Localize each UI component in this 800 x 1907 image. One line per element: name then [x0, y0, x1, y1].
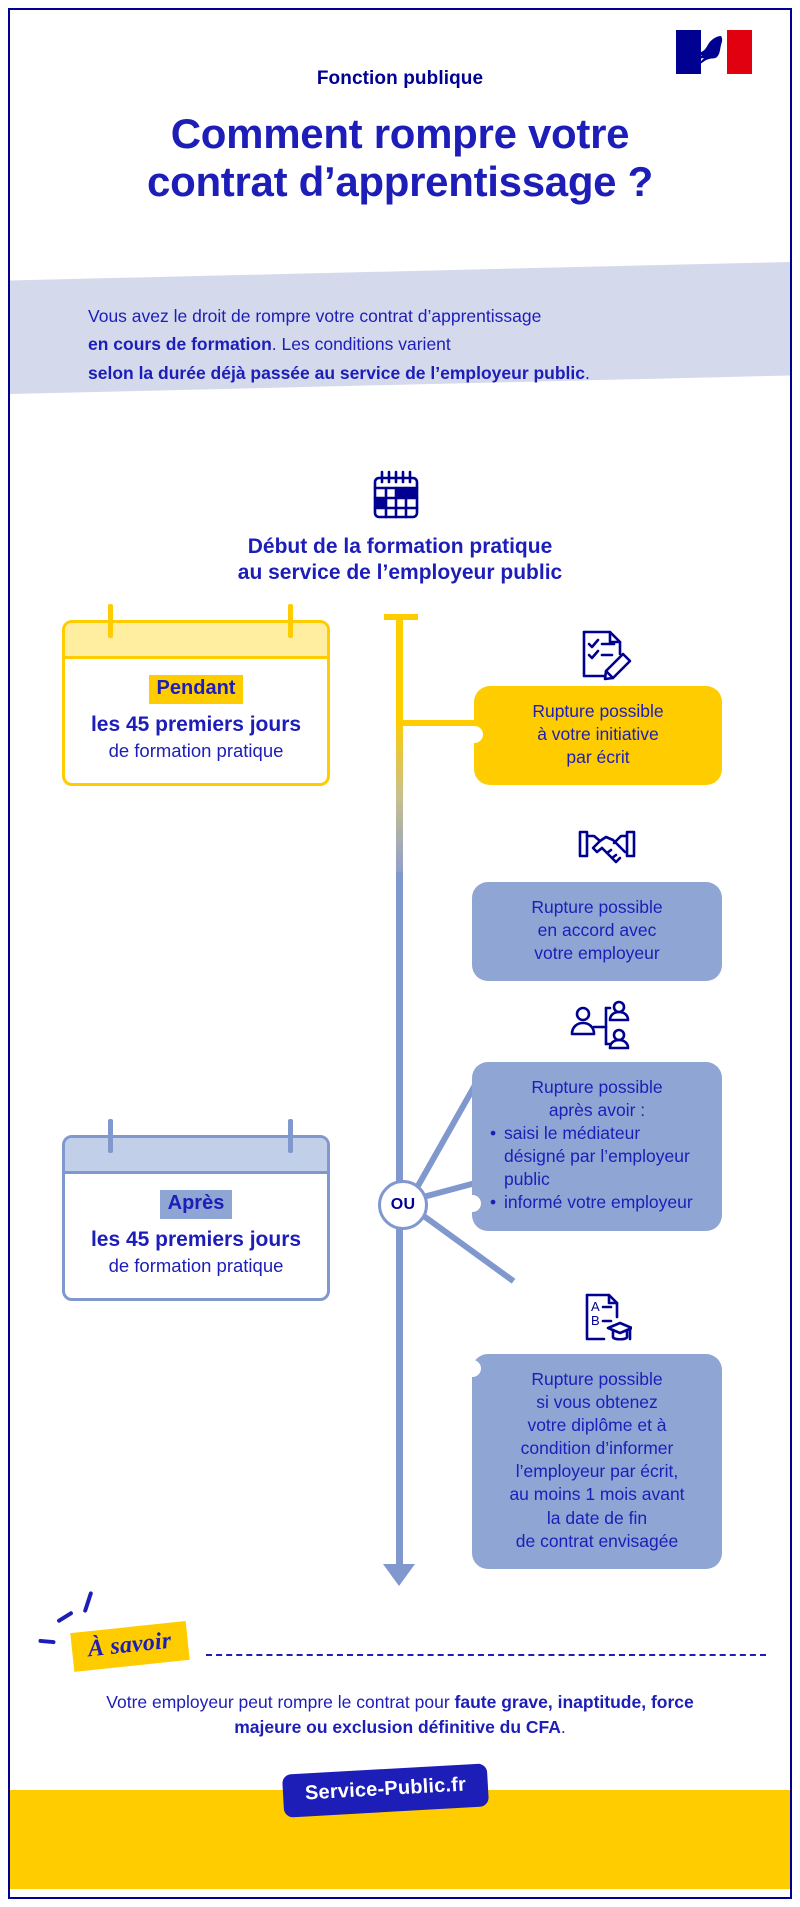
intro-paragraph: Vous avez le droit de rompre votre contr…: [88, 302, 728, 387]
period-card-body: Après les 45 premiers jours de formation…: [65, 1174, 327, 1298]
calendar-ring-left: [108, 1119, 113, 1153]
svg-text:B: B: [591, 1313, 600, 1328]
option-line: après avoir :: [548, 1100, 646, 1121]
note-badge: À savoir: [70, 1621, 190, 1672]
note-dashed-rule: [206, 1654, 766, 1656]
eyebrow-label: Fonction publique: [316, 68, 484, 89]
flag-blue-band: [676, 30, 702, 74]
note-text: Votre employeur peut rompre le contrat p…: [100, 1690, 700, 1741]
option-line: en accord avec: [537, 920, 657, 941]
connector-dot: [464, 1360, 481, 1377]
timeline-start-heading-line-1: Début de la formation pratique: [247, 535, 553, 558]
connector-dot: [466, 726, 483, 743]
option-card-initiative: Rupture possible à votre initiative par …: [474, 686, 722, 786]
spark-line-icon: [38, 1638, 56, 1645]
mediator-people-icon: [570, 1000, 630, 1050]
option-line: de contrat envisagée: [515, 1530, 679, 1551]
flag-red-band: [726, 30, 752, 74]
period-line-2: de formation pratique: [108, 740, 284, 762]
option-card-agreement: Rupture possible en accord avec votre em…: [472, 882, 722, 982]
timeline-branch-yellow: [396, 720, 500, 726]
period-card-body: Pendant les 45 premiers jours de formati…: [65, 659, 327, 783]
option-line: au moins 1 mois avant: [509, 1484, 685, 1505]
spark-line-icon: [56, 1610, 74, 1624]
option-card-diploma: Rupture possible si vous obtenez votre d…: [472, 1354, 722, 1569]
option-line: à votre initiative: [537, 724, 659, 745]
period-card-apres: Après les 45 premiers jours de formation…: [62, 1135, 330, 1302]
option-card-mediator: Rupture possible après avoir : saisi le …: [472, 1062, 722, 1231]
page-title-line-2: contrat d’apprentissage ?: [147, 157, 653, 205]
marianne-face-icon: [701, 36, 723, 64]
handshake-icon: [578, 830, 636, 864]
option-line: Rupture possible: [531, 1369, 663, 1389]
calendar-ring-right: [288, 1119, 293, 1153]
marianne-french-republic-logo: [676, 30, 752, 74]
period-card-pendant: Pendant les 45 premiers jours de formati…: [62, 620, 330, 787]
calendar-ring-right: [288, 604, 293, 638]
checklist-pen-icon: [582, 630, 632, 681]
period-tag-pendant: Pendant: [148, 675, 244, 704]
note-text-bold: faute grave, inaptitude, force majeure o…: [234, 1692, 694, 1738]
option-bullet-list: saisi le médiateur désigné par l’employe…: [488, 1122, 706, 1214]
option-bullet: informé votre employeur: [490, 1191, 706, 1214]
intro-line-2: en cours de formation. Les conditions va…: [88, 334, 451, 355]
period-line-1: les 45 premiers jours: [90, 1228, 302, 1251]
period-line-1: les 45 premiers jours: [90, 713, 302, 736]
intro-line-1: Vous avez le droit de rompre votre contr…: [88, 306, 542, 326]
spark-line-icon: [82, 1590, 94, 1614]
option-line: si vous obtenez: [536, 1392, 658, 1413]
page-title: Comment rompre votre contrat d’apprentis…: [40, 110, 760, 206]
period-tag-apres: Après: [159, 1190, 233, 1219]
option-line: votre employeur: [534, 943, 660, 964]
option-line: Rupture possible: [531, 1077, 663, 1097]
intro-line-3: selon la durée déjà passée au service de…: [88, 362, 590, 383]
flag-white-band: [701, 30, 727, 74]
calendar-icon: [373, 470, 419, 519]
timeline-start-heading: Début de la formation pratique au servic…: [120, 534, 680, 587]
option-line: Rupture possible: [531, 897, 663, 917]
option-line: la date de fin: [546, 1507, 648, 1528]
page-title-line-1: Comment rompre votre: [170, 110, 630, 157]
option-line: votre diplôme et à: [527, 1415, 667, 1436]
diploma-graduation-icon: A B: [585, 1293, 632, 1341]
connector-dot: [464, 1016, 481, 1033]
option-line: par écrit: [566, 747, 630, 768]
intro-band: [10, 262, 790, 394]
svg-text:A: A: [591, 1299, 600, 1314]
calendar-ring-left: [108, 604, 113, 638]
note-text-plain-2: .: [560, 1717, 566, 1738]
option-line: Rupture possible: [532, 701, 664, 721]
note-text-plain-1: Votre employeur peut rompre le contrat p…: [106, 1692, 455, 1712]
timeline-start-heading-line-2: au service de l’employeur public: [237, 561, 563, 585]
timeline-or-hub: OU: [378, 1180, 428, 1230]
connector-dot: [464, 1195, 481, 1212]
timeline-segment-yellow: [396, 614, 403, 874]
option-bullet: saisi le médiateur désigné par l’employe…: [490, 1122, 706, 1191]
timeline-arrowhead-icon: [383, 1564, 415, 1586]
option-line: l’employeur par écrit,: [515, 1461, 679, 1482]
period-line-2: de formation pratique: [108, 1255, 284, 1277]
option-line: condition d’informer: [520, 1438, 674, 1459]
